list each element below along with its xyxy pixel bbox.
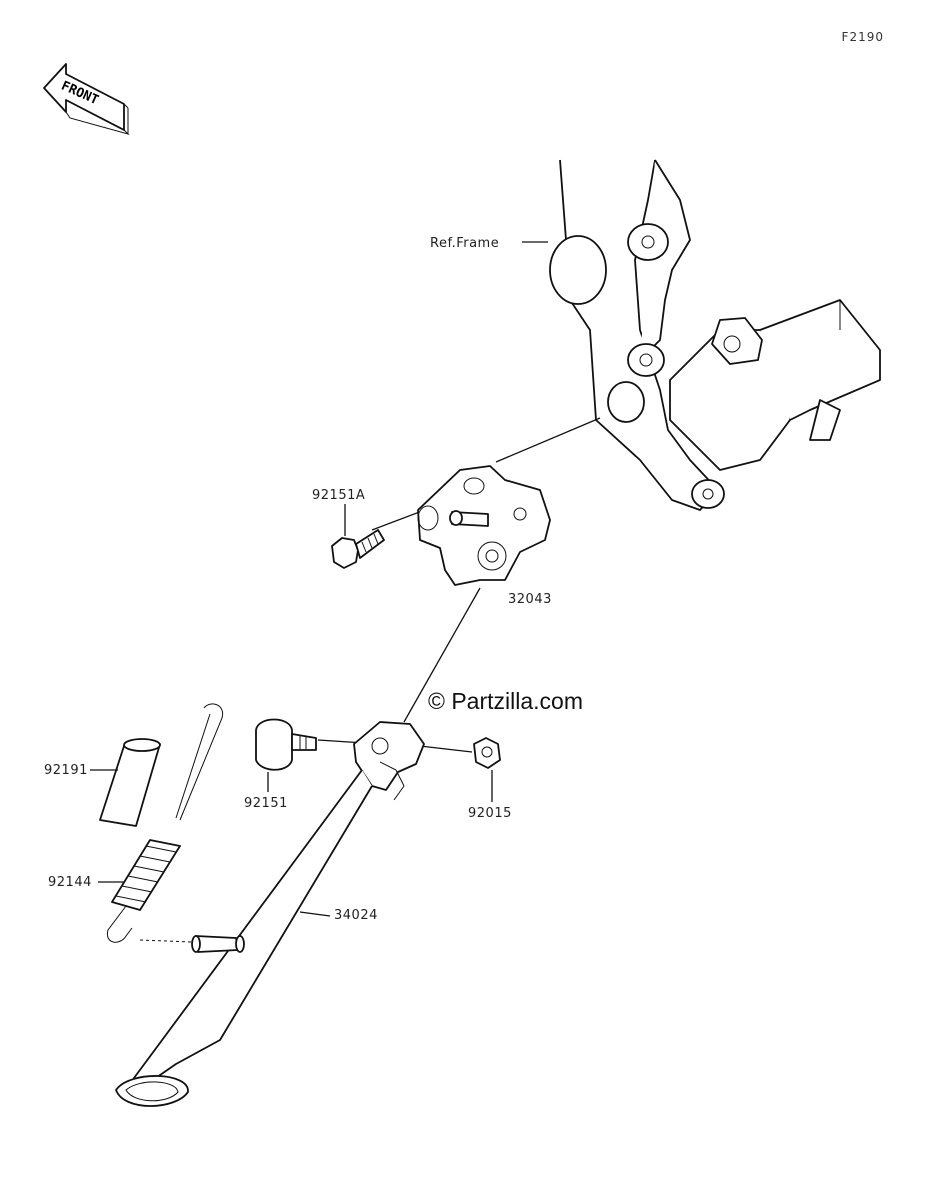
spring-92144	[98, 703, 224, 943]
label-92151[interactable]: 92151	[244, 796, 288, 811]
nut-92015	[473, 737, 501, 802]
leader-bracket-frame	[495, 417, 601, 463]
label-92151A[interactable]: 92151A	[312, 488, 366, 503]
leader-nut-stand	[419, 745, 473, 753]
leader-bracket-stand	[403, 587, 481, 723]
label-ref-frame: Ref.Frame	[430, 236, 500, 251]
watermark: © Partzilla.com	[428, 688, 583, 714]
frame-outline	[549, 159, 881, 511]
bolt-92151A	[331, 504, 385, 569]
label-92191[interactable]: 92191	[44, 763, 88, 778]
spring-pin	[191, 935, 245, 953]
leader-spring-pin	[139, 939, 193, 943]
label-32043[interactable]: 32043	[508, 592, 552, 607]
label-92144[interactable]: 92144	[48, 875, 92, 890]
diagram-code: F2190	[841, 30, 884, 44]
collar-92191	[90, 738, 161, 827]
front-arrow-icon	[43, 63, 130, 135]
label-92015[interactable]: 92015	[468, 806, 512, 821]
side-stand-34024	[115, 721, 425, 1107]
label-34024[interactable]: 34024	[334, 908, 378, 923]
bolt-92151	[255, 718, 317, 792]
bracket-32043	[417, 465, 551, 586]
